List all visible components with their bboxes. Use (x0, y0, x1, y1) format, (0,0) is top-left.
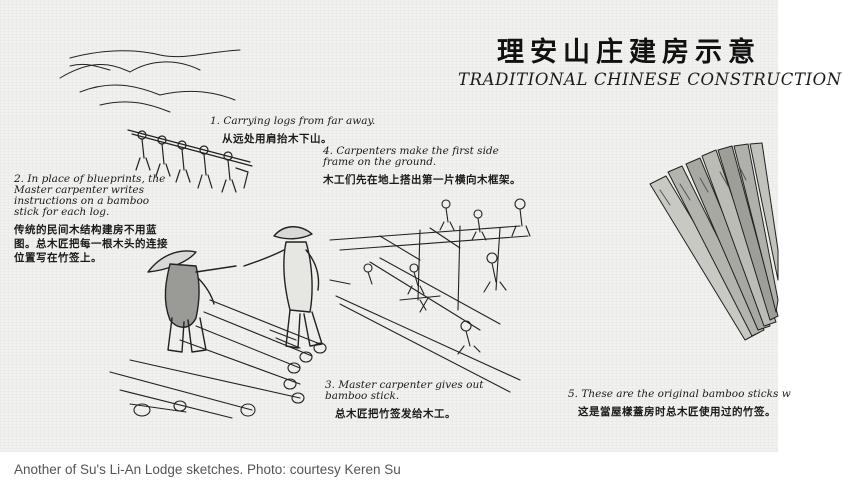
note-3-english: 3. Master carpenter gives out bamboo sti… (325, 379, 484, 402)
note-3-chinese: 总木匠把竹签发给木工。 (335, 408, 456, 420)
log-pile-sketch (109, 299, 327, 419)
sketch-sheet: 理安山庄建房示意 TRADITIONAL CHINESE CONSTRUCTIO… (0, 0, 841, 452)
note-2: 2. In place of blueprints, the Master ca… (14, 174, 174, 265)
note-5-english: 5. These are the original bamboo sticks … (568, 388, 791, 400)
title-english: TRADITIONAL CHINESE CONSTRUCTION (458, 70, 842, 89)
construction-sketch (59, 49, 779, 419)
bamboo-sticks (649, 142, 779, 341)
carpenter-figures-sketch (147, 226, 323, 353)
photo-caption: Another of Su's Li-An Lodge sketches. Ph… (14, 462, 401, 477)
ground-frame-sketch (329, 225, 529, 393)
note-1-english: 1. Carrying logs from far away. (210, 115, 376, 127)
workers-sketch (363, 198, 531, 355)
title-chinese: 理安山庄建房示意 (497, 37, 761, 68)
mountains-sketch (59, 49, 241, 113)
note-5-chinese: 这是當屋樣蓋房时总木匠使用过的竹签。 (578, 406, 776, 418)
note-2-english: 2. In place of blueprints, the Master ca… (14, 173, 166, 218)
note-3: 3. Master carpenter gives out bamboo sti… (325, 380, 505, 421)
note-5: 5. These are the original bamboo sticks … (568, 389, 791, 419)
note-1: 1. Carrying logs from far away. 从远处用肩抬木下… (210, 116, 410, 146)
note-2-chinese: 传统的民间木结构建房不用蓝图。总木匠把每一根木头的连接位置写在竹签上。 (14, 224, 168, 264)
note-1-chinese: 从远处用肩抬木下山。 (222, 133, 332, 145)
note-4-chinese: 木工们先在地上搭出第一片横向木框架。 (323, 174, 521, 186)
note-4: 4. Carpenters make the first side frame … (323, 146, 523, 187)
note-4-english: 4. Carpenters make the first side frame … (323, 145, 499, 168)
log-carriers-sketch (127, 129, 253, 193)
